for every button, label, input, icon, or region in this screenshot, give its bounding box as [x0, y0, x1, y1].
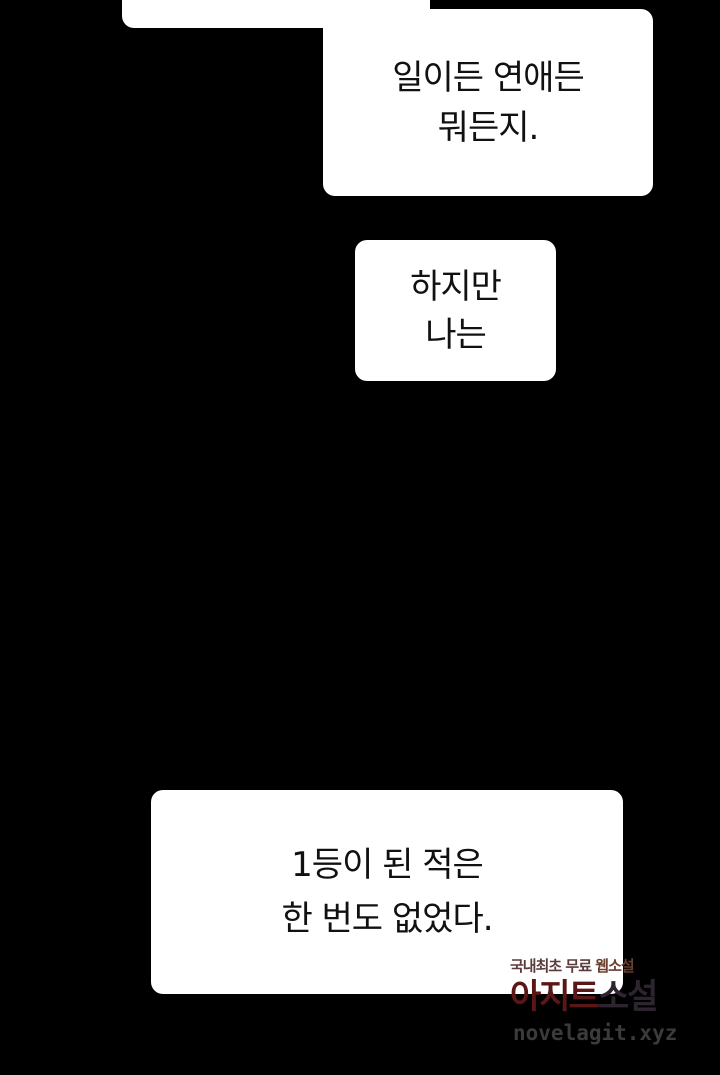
watermark-brand: 아지트소설 — [510, 975, 659, 1019]
bubble-3-line-1: 1등이 된 적은 — [291, 845, 484, 885]
watermark-brand-part1: 아지트 — [510, 977, 600, 1017]
speech-bubble-2: 하지만 나는 — [355, 240, 556, 381]
watermark-brand-part2: 소설 — [597, 977, 659, 1017]
bubble-1-line-1: 일이든 연애든 — [392, 57, 584, 98]
bubble-3-line-2: 한 번도 없었다. — [281, 899, 493, 939]
bubble-2-line-2: 나는 — [425, 314, 487, 355]
bubble-2-line-1: 하지만 — [410, 266, 502, 307]
watermark-tagline-part1: 국내최초 무료 — [510, 957, 592, 975]
site-watermark: 국내최초 무료 웹소설 아지트소설 novelagit.xyz — [510, 955, 710, 1055]
bubble-1-line-2: 뭐든지. — [437, 107, 540, 148]
watermark-tagline: 국내최초 무료 웹소설 — [510, 955, 635, 976]
watermark-url: novelagit.xyz — [513, 1021, 678, 1045]
speech-bubble-1: 일이든 연애든 뭐든지. — [323, 9, 653, 196]
speech-bubble-3: 1등이 된 적은 한 번도 없었다. — [151, 790, 623, 994]
watermark-tagline-part2: 웹소설 — [595, 957, 634, 975]
